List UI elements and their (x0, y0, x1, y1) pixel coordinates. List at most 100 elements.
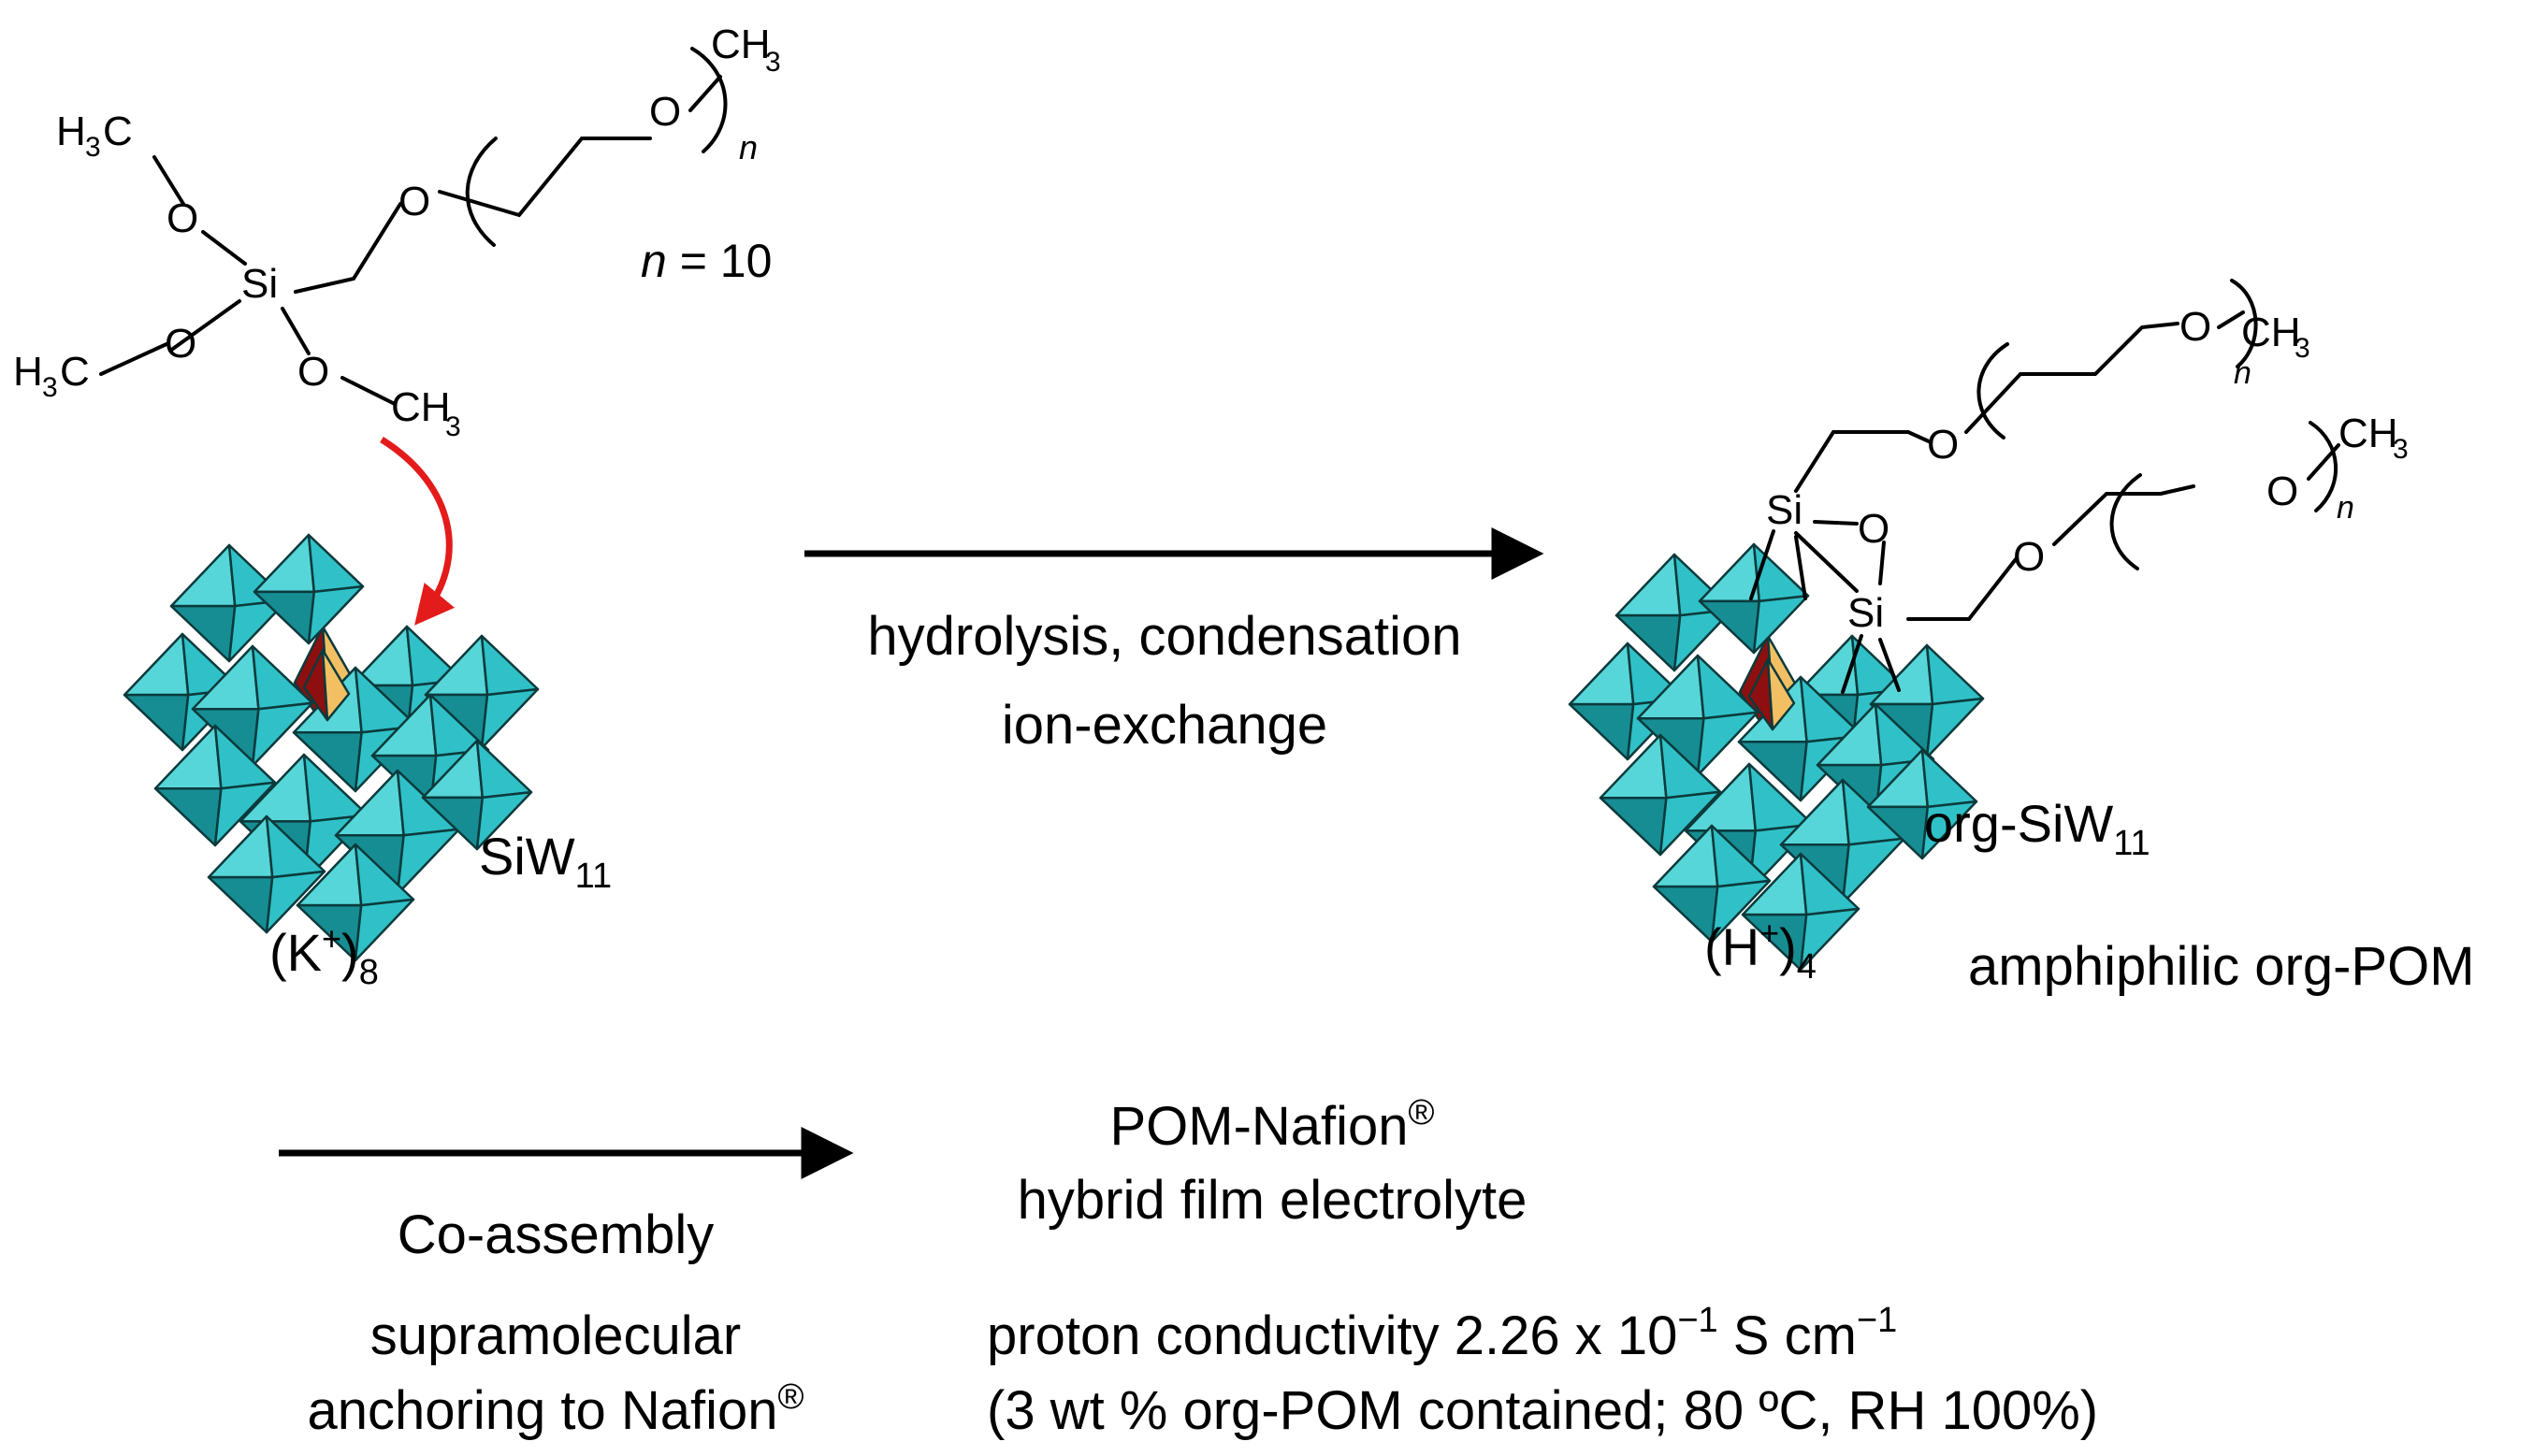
octahedron-face (480, 634, 540, 697)
polyoxometalate-cluster-left (123, 533, 540, 962)
octahedron-face (1599, 796, 1668, 857)
bond (1794, 535, 1807, 600)
repeat-bracket-open (2109, 473, 2142, 570)
atom-o: O (2013, 534, 2045, 580)
bond (1964, 322, 2179, 434)
repeat-subscript-n: n (2234, 355, 2251, 391)
octahedron-face (123, 632, 190, 697)
octahedron-face (1710, 879, 1772, 944)
result-title: POM-Nafion® (1109, 1093, 1434, 1157)
counterion-superscript: + (1759, 914, 1779, 952)
bond (1906, 557, 2018, 621)
octahedron-face (207, 875, 274, 934)
atom-ch: CH (2241, 310, 2301, 355)
result-title-text: POM-Nafion (1109, 1096, 1408, 1157)
bond (340, 376, 397, 406)
polyoxometalate-cluster-right (1568, 542, 1985, 972)
octahedron-face (1568, 702, 1635, 761)
octahedron-face (1698, 542, 1761, 603)
octahedron-face (253, 533, 316, 594)
octahedron-face (1614, 553, 1682, 617)
bond (1878, 638, 1901, 692)
octahedron-face (1658, 790, 1722, 857)
cluster-name-subscript: 11 (575, 857, 612, 896)
n-value: = 10 (667, 235, 773, 287)
atom-subscript: 3 (2393, 434, 2409, 465)
atom-subscript: 3 (765, 47, 781, 78)
repeat-bracket-open (1976, 342, 2009, 440)
atom-si: Si (241, 261, 278, 307)
bond (294, 202, 402, 294)
atom-o: O (1927, 422, 1959, 468)
octahedron-face (1752, 594, 1810, 655)
arrow-label-hydrolysis: hydrolysis, condensation (867, 606, 1461, 667)
bond (1813, 520, 1859, 526)
atom-c: C (60, 349, 90, 395)
arrow-label-supramolecular: supramolecular (370, 1305, 742, 1366)
repeat-bracket-close (690, 47, 728, 153)
counterion-k8: (K+)8 (269, 919, 379, 992)
repeat-count-label: n = 10 (641, 235, 772, 287)
octahedron-face (153, 786, 223, 847)
octahedron-face (227, 598, 289, 663)
atom-ch: CH (2338, 411, 2398, 456)
octahedron-face (1841, 837, 1906, 905)
n-variable: n (641, 235, 667, 287)
atom-ch: CH (711, 22, 771, 67)
bond (2052, 484, 2195, 546)
repeat-bracket-open (465, 137, 498, 247)
proton-conductivity-value: proton conductivity 2.26 x 10−1 S cm−1 (987, 1301, 1897, 1366)
octahedron-face (213, 781, 277, 847)
repeat-subscript-n: n (739, 128, 758, 166)
red-curved-arrow (380, 437, 456, 626)
atom-o: O (1858, 506, 1889, 552)
atom-o: O (297, 349, 329, 395)
octahedron-face (251, 701, 314, 768)
bond (1749, 529, 1775, 600)
octahedron-face (1920, 800, 1978, 860)
counterion-subscript: 4 (1797, 947, 1817, 987)
arrow-label-ion-exchange: ion-exchange (1002, 695, 1327, 756)
atom-o: O (2179, 304, 2211, 350)
atom-si: Si (1766, 487, 1802, 533)
octahedron-face (1925, 643, 1985, 706)
registered-mark: ® (778, 1377, 804, 1417)
octahedron-face (1925, 697, 1985, 759)
bond (99, 342, 168, 376)
bond (281, 307, 311, 355)
product-organic-arms: Si O Si O O CH 3 n O O CH 3 n (1749, 279, 2409, 694)
conductivity-unit: S cm (1718, 1305, 1857, 1366)
product-name-org-siw11: org-SiW11 (1924, 794, 2150, 863)
bond (688, 75, 722, 112)
atom-o: O (165, 321, 196, 367)
bond (1841, 634, 1863, 694)
octahedron-face (354, 898, 415, 962)
arrow-label-coassembly: Co-assembly (398, 1204, 714, 1265)
octahedron-face (1799, 907, 1860, 972)
atom-subscript: 3 (2295, 333, 2310, 364)
anchoring-text: anchoring to Nafion (308, 1380, 778, 1441)
repeat-bracket-close (2230, 279, 2258, 368)
octahedron-face (123, 693, 190, 752)
atom-o: O (166, 195, 198, 241)
octahedron-face (475, 739, 533, 800)
cluster-name-text: SiW (479, 827, 575, 886)
silane-reagent-structure: H 3 C O Si H 3 C O O CH 3 O O CH 3 n n =… (13, 22, 781, 442)
octahedron-face (265, 870, 326, 934)
bond (2217, 310, 2245, 329)
octahedron-face (307, 584, 365, 645)
counterion-paren: ) (341, 923, 359, 982)
bond (201, 230, 247, 266)
bond (1794, 531, 1859, 593)
result-subtitle: hybrid film electrolyte (1018, 1170, 1527, 1231)
repeat-subscript-n: n (2337, 490, 2354, 526)
product-name-text: org-SiW (1924, 794, 2113, 853)
octahedron-face (480, 687, 540, 750)
octahedron-face (1696, 711, 1759, 777)
counterion-subscript: 8 (359, 953, 379, 992)
bond (168, 299, 241, 353)
arrow-label-anchoring: anchoring to Nafion® (308, 1377, 804, 1441)
conductivity-exponent: −1 (1677, 1301, 1717, 1340)
atom-si: Si (1847, 590, 1884, 636)
